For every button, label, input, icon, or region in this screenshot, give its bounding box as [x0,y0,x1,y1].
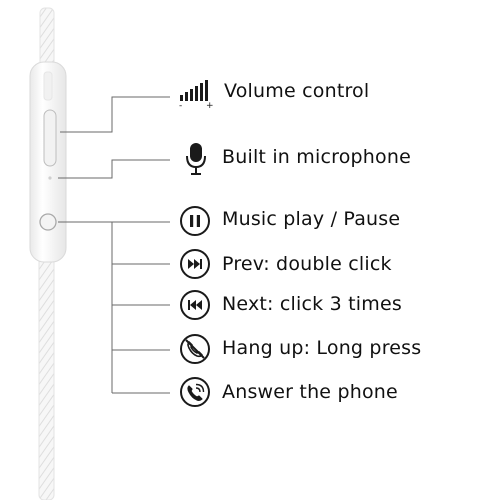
previous-track-icon [180,290,210,320]
volume-rocker[interactable] [43,109,57,167]
leader-line-volume [60,96,170,133]
hang-up-icon [180,334,210,364]
microphone-hole [48,176,52,180]
microphone-icon [186,143,206,175]
music-play-pause-label: Music play / Pause [222,208,401,230]
volume-minus-sign: - [179,101,182,108]
volume-control-label: Volume control [224,80,370,102]
cable-top [39,7,55,71]
next-track-icon [180,249,210,279]
leader-lines [58,96,170,394]
hang-up-long-press-label: Hang up: Long press [222,337,422,359]
play-pause-icon [180,206,210,236]
volume-bars-icon: - + [179,80,214,108]
answer-the-phone-label: Answer the phone [222,381,398,403]
leader-line-microphone [58,159,170,179]
prev-double-click-label: Prev: double click [222,253,392,275]
volume-plus-sign: + [206,101,214,108]
built-in-microphone-label: Built in microphone [222,146,411,168]
remote-top-mark [43,71,53,101]
play-button[interactable] [39,213,57,231]
cable-bottom [38,257,55,500]
answer-phone-icon [180,377,210,407]
next-click-3-times-label: Next: click 3 times [222,293,402,315]
